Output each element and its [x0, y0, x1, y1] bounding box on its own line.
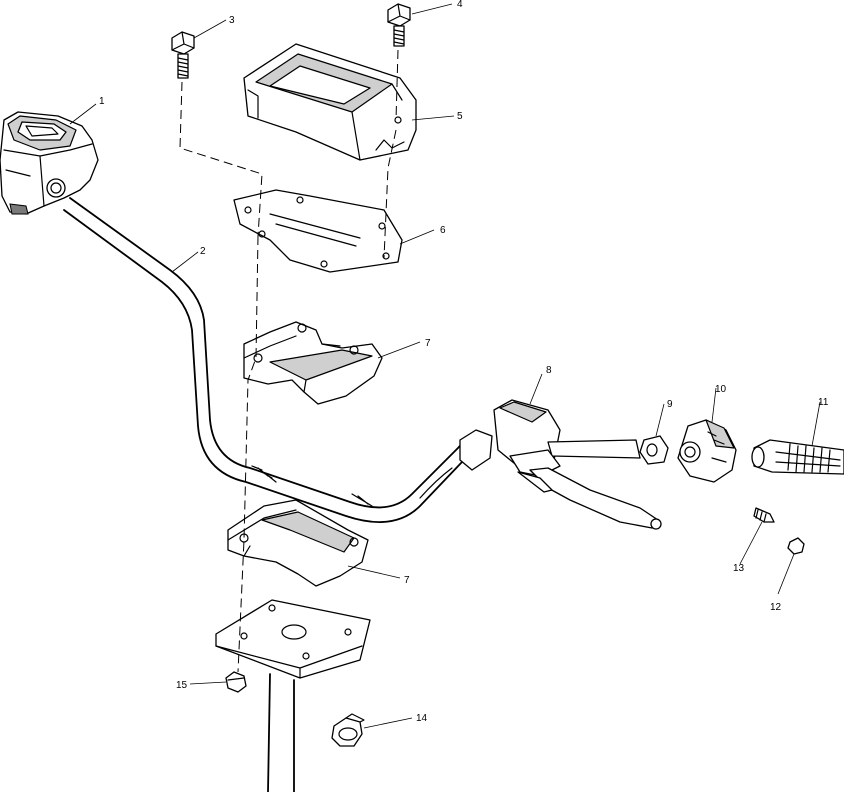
assembly-centerlines [179, 49, 399, 673]
callout-1: 1 [99, 96, 105, 107]
callout-7-upper: 7 [425, 338, 431, 349]
part-bolt-4 [387, 3, 411, 47]
callout-11: 11 [818, 397, 829, 408]
callout-12: 12 [770, 602, 782, 613]
callout-14: 14 [416, 713, 428, 724]
callout-5: 5 [457, 111, 463, 122]
callout-15: 15 [176, 680, 188, 691]
part-clamp-upper [243, 321, 383, 405]
part-hose-clamp-14 [331, 713, 365, 747]
part-plate [233, 189, 403, 273]
callout-7-lower: 7 [404, 575, 410, 586]
part-master-cylinder [459, 399, 662, 530]
callout-4: 4 [457, 0, 463, 10]
callout-10: 10 [715, 384, 727, 395]
part-grip [751, 439, 844, 475]
callout-9: 9 [667, 399, 673, 410]
callout-labels: 1 2 3 4 5 6 7 7 8 9 10 11 12 13 14 15 [99, 0, 829, 724]
callout-3: 3 [229, 15, 235, 26]
part-set-screw-13 [753, 507, 775, 523]
leader-lines [69, 3, 821, 729]
part-spacer [639, 435, 669, 465]
part-bolt-3 [171, 31, 195, 79]
part-steering-plate [215, 599, 371, 792]
part-switch-housing [677, 419, 737, 483]
part-handlebar-cover [243, 43, 417, 161]
part-nut-15 [225, 671, 247, 693]
part-cap-12 [787, 537, 805, 555]
callout-2: 2 [200, 246, 206, 257]
part-throttle-housing [0, 111, 99, 215]
callout-6: 6 [440, 225, 446, 236]
part-clamp-lower [227, 499, 369, 587]
callout-13: 13 [733, 563, 745, 574]
callout-8: 8 [546, 365, 552, 376]
